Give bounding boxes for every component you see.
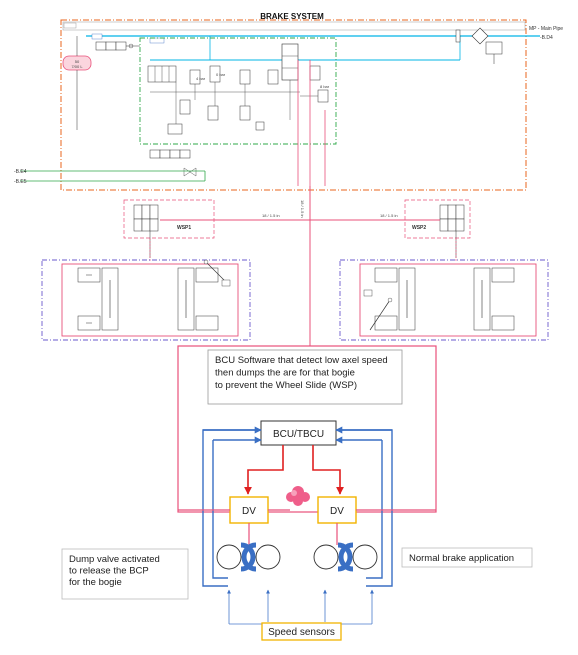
- svg-text:7/00 L: 7/00 L: [71, 64, 83, 69]
- left-code-2: -B.E5: [14, 179, 27, 185]
- svg-text:4 bar: 4 bar: [196, 76, 206, 81]
- brake-actuator-left: [216, 542, 281, 572]
- wsp1-boundary: [123, 199, 215, 239]
- svg-text:8 bar: 8 bar: [320, 84, 330, 89]
- valve-cluster-top-right: [455, 27, 503, 64]
- dump-valve-right: DV: [317, 496, 357, 524]
- main-pipe-code: -B.D4: [540, 35, 553, 41]
- wsp2-boundary: [404, 199, 471, 239]
- main-pipe-label: MP - Main Pipe: [529, 26, 563, 32]
- bcu-tbcu-block: BCU/TBCU: [260, 420, 337, 446]
- normal-brake-callout: Normal brake application: [401, 547, 533, 568]
- dump-valve-left: DV: [229, 496, 269, 524]
- dv-left-label: DV: [242, 506, 256, 517]
- pipe-label-right: 18 / 1.5 in: [380, 213, 398, 218]
- schematic-title: BRAKE SYSTEM: [260, 12, 324, 21]
- speed-sensor-links: [227, 589, 374, 625]
- speed-sensors-label: Speed sensors: [268, 627, 335, 638]
- dv-right-label: DV: [330, 506, 344, 517]
- pink-pneumatic-links: [178, 509, 436, 545]
- wsp-section: WSP1 WSP2 18 / 1.5 in 18 / 1.5 in 18 / 1…: [123, 186, 471, 346]
- normal-brake-text: Normal brake application: [409, 553, 514, 564]
- bogie-left: [41, 259, 251, 341]
- red-command-arrows: [244, 445, 344, 495]
- wsp2-label: WSP2: [412, 225, 426, 231]
- svg-text:0 bar: 0 bar: [216, 72, 226, 77]
- bogie-right: [339, 259, 549, 341]
- bcu-tbcu-label: BCU/TBCU: [273, 429, 324, 440]
- wsp-logic-frame: [177, 345, 437, 513]
- valve-cluster-top-left: [91, 33, 165, 51]
- brake-actuator-right: [313, 542, 378, 572]
- blue-signal-lines: [202, 426, 393, 587]
- pipe-label-left: 18 / 1.5 in: [262, 213, 280, 218]
- speed-sensors-block: Speed sensors: [261, 622, 342, 641]
- pipe-label-mid: 18 / 1.5 in: [300, 200, 305, 218]
- wsp1-label: WSP1: [177, 225, 191, 231]
- brake-system-boundary: [60, 19, 527, 191]
- brake-control-unit-boundary: [139, 37, 337, 145]
- schematic-header-strip: [62, 21, 526, 31]
- left-code-1: -B.E4: [14, 169, 27, 175]
- brake-system-schematic: BRAKE SYSTEM MP - Main Pipe -B.D4 50 7/0…: [14, 12, 563, 191]
- svg-text:50: 50: [75, 59, 80, 64]
- exhaust-cloud-icon: [286, 486, 310, 506]
- internal-valve-blocks: 0 bar 8 bar 4 bar: [147, 43, 330, 135]
- valve-cluster-bottom-left: [149, 149, 197, 177]
